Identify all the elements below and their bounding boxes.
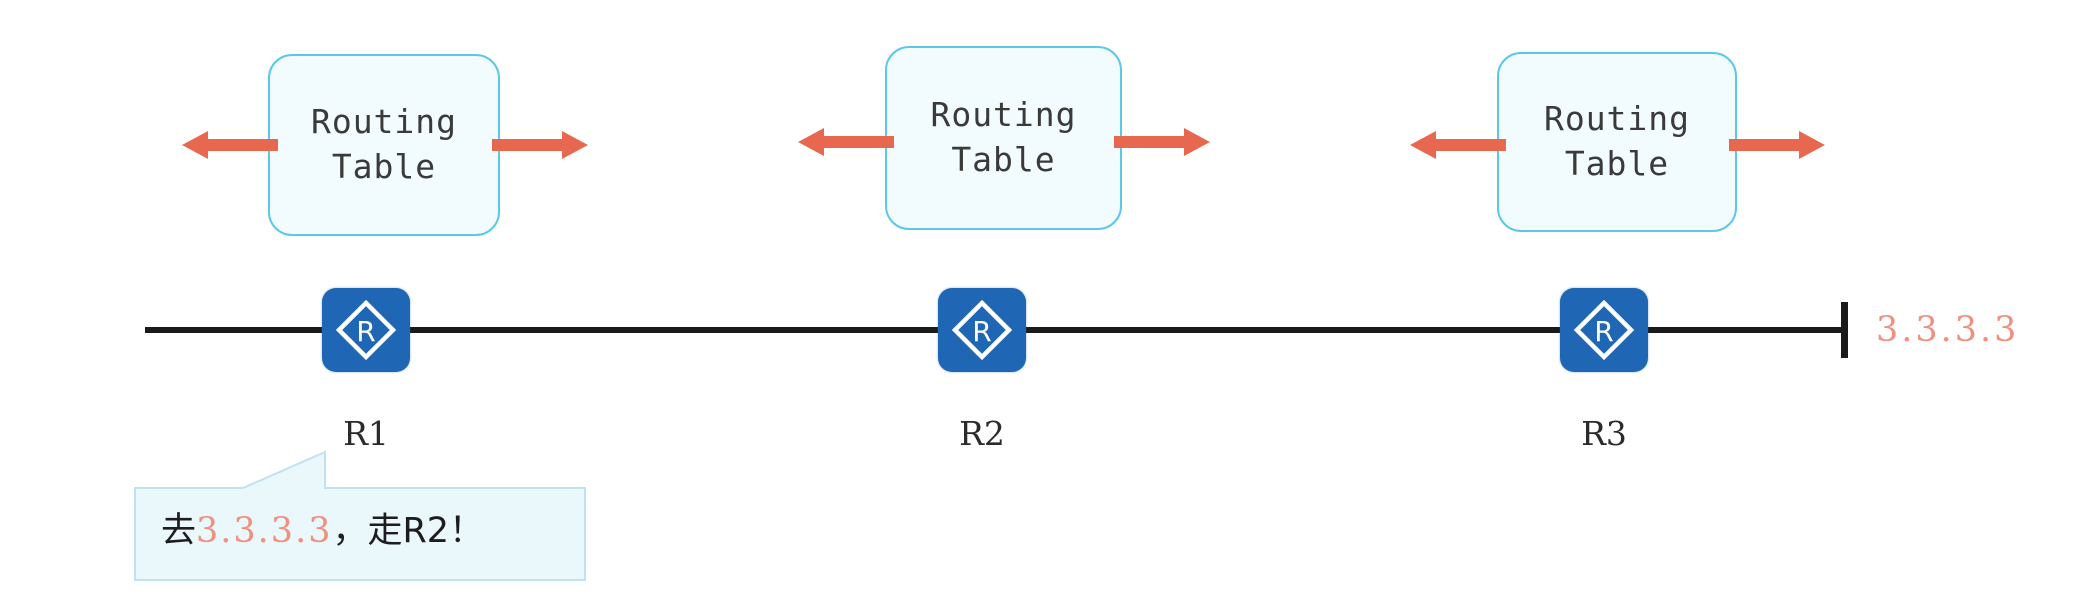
router-icon-r1[interactable]: R	[322, 288, 410, 372]
svg-text:R: R	[1594, 315, 1613, 348]
callout-bubble[interactable]: 去3.3.3.3，走R2！	[125, 440, 595, 590]
router-label-r1: R1	[343, 414, 389, 453]
routing-table-box-3[interactable]: Routing Table	[1497, 52, 1737, 232]
routing-table-label-3: Routing Table	[1543, 99, 1691, 183]
svg-text:R: R	[972, 315, 991, 348]
router-diamond-r-glyph: R	[951, 299, 1013, 361]
arrow-right-icon-1	[492, 128, 588, 162]
callout-shape	[134, 450, 586, 581]
callout-ip: 3.3.3.3	[196, 511, 333, 551]
router-icon-r3[interactable]: R	[1560, 288, 1648, 372]
svg-text:R: R	[356, 315, 375, 348]
destination-ip-label: 3.3.3.3	[1876, 310, 2020, 350]
router-diamond-r-glyph: R	[335, 299, 397, 361]
arrow-right-icon-3	[1729, 128, 1825, 162]
router-diamond-r-glyph: R	[1573, 299, 1635, 361]
callout-prefix: 去	[161, 511, 197, 551]
router-label-r2: R2	[959, 414, 1005, 453]
routing-table-box-2[interactable]: Routing Table	[885, 46, 1122, 230]
routing-table-box-1[interactable]: Routing Table	[268, 54, 500, 236]
callout-text: 去3.3.3.3，走R2！	[161, 502, 601, 553]
arrow-left-icon-3	[1410, 128, 1506, 162]
router-label-r3: R3	[1581, 414, 1627, 453]
callout-suffix: ，走R2！	[332, 511, 485, 551]
routing-table-label-2: Routing Table	[930, 95, 1077, 179]
arrow-left-icon-2	[798, 125, 894, 159]
backbone-end-terminator	[1841, 302, 1848, 358]
router-icon-r2[interactable]: R	[938, 288, 1026, 372]
routing-table-label-1: Routing Table	[310, 102, 458, 186]
arrow-left-icon-1	[182, 128, 278, 162]
arrow-right-icon-2	[1114, 125, 1210, 159]
